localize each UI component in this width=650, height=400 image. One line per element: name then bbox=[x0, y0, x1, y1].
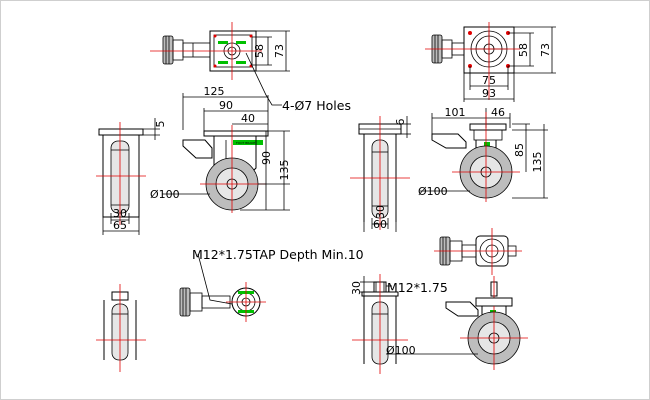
dim-5: 5 bbox=[154, 121, 167, 128]
dim-6: 6 bbox=[394, 119, 407, 126]
dim-135: 135 bbox=[278, 160, 291, 181]
front-view-stem-swivel bbox=[352, 274, 408, 374]
holes-note: 4-Ø7 Holes bbox=[282, 98, 351, 113]
dim-90: 90 bbox=[219, 99, 233, 112]
dim-diameter-100c: Ø100 bbox=[386, 344, 416, 357]
dim-101: 101 bbox=[445, 106, 466, 119]
dim-30: 30 bbox=[113, 207, 127, 220]
front-view-swivel bbox=[350, 116, 411, 232]
dim-75: 75 bbox=[482, 74, 496, 87]
top-view-stem-brake bbox=[179, 282, 266, 322]
dim-40: 40 bbox=[241, 112, 255, 125]
dim-85: 85 bbox=[513, 143, 526, 157]
dim-73: 73 bbox=[273, 44, 286, 58]
top-view-swivel bbox=[425, 22, 556, 102]
front-view-brake bbox=[96, 118, 160, 235]
dim-90v: 90 bbox=[260, 151, 273, 165]
stem-note: M12*1.75 bbox=[387, 280, 448, 295]
dim-135b: 135 bbox=[531, 152, 544, 173]
dim-65: 65 bbox=[113, 219, 127, 232]
side-view-swivel-brake bbox=[420, 108, 548, 202]
top-view-plate-brake bbox=[150, 22, 290, 80]
tap-note: M12*1.75TAP Depth Min.10 bbox=[192, 247, 364, 262]
dim-46: 46 bbox=[491, 106, 505, 119]
front-view-stem-small bbox=[96, 284, 146, 372]
dim-73b: 73 bbox=[539, 43, 552, 57]
dim-93: 93 bbox=[482, 87, 496, 100]
dim-diameter-100b: Ø100 bbox=[418, 185, 448, 198]
side-view-stem-brake bbox=[386, 276, 528, 370]
dim-125: 125 bbox=[204, 85, 225, 98]
side-view-brake: FOOT BRAKE bbox=[162, 52, 290, 213]
dim-58b: 58 bbox=[517, 43, 530, 57]
foot-brake-text-1: FOOT BRAKE bbox=[236, 141, 255, 145]
dim-diameter-100: Ø100 bbox=[150, 188, 180, 201]
dim-30c: 30 bbox=[350, 281, 363, 295]
dim-58: 58 bbox=[253, 44, 266, 58]
dim-30b: 30 bbox=[374, 205, 387, 219]
top-view-stem bbox=[434, 228, 522, 275]
dim-60: 60 bbox=[373, 218, 387, 231]
